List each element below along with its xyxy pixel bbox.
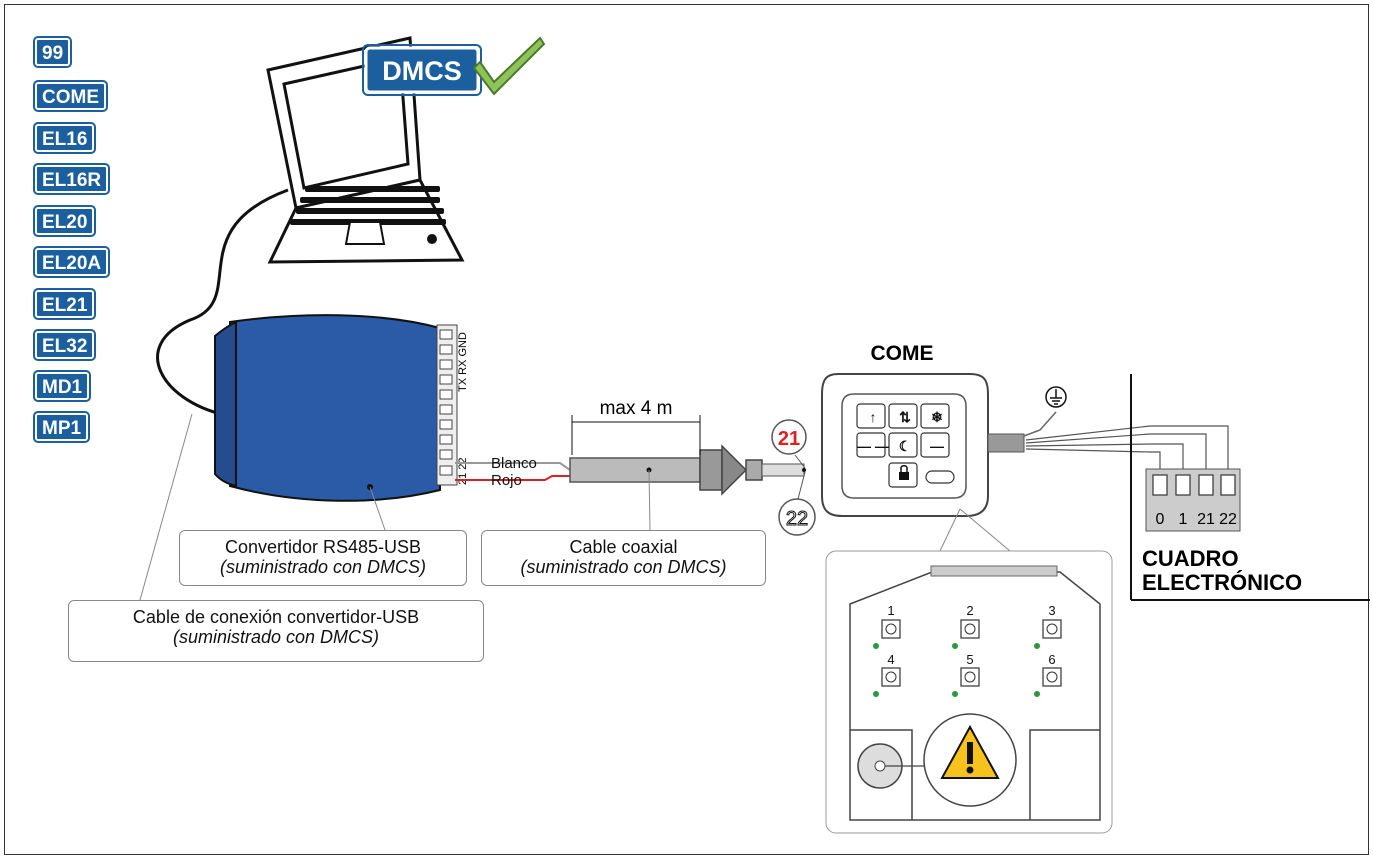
coax-label-note: (suministrado con DMCS) (520, 557, 727, 577)
dash-icon: — — (857, 438, 889, 454)
dash-icon: — (930, 438, 944, 454)
terminal-21-label: 21 (778, 428, 800, 450)
lock-icon (899, 472, 909, 480)
converter-terminal-labels: 21 22 (457, 457, 469, 485)
converter-label-note: (suministrado con DMCS) (219, 557, 427, 577)
key-number: 6 (1048, 652, 1055, 667)
diagram-frame (4, 4, 1369, 855)
come-title: COME (871, 342, 934, 365)
terminal-21-circle (771, 419, 807, 455)
usb-cable-label-title: Cable de conexión convertidor-USB (132, 607, 420, 627)
model-tag: EL21 (32, 288, 97, 320)
usb-cable-label-note: (suministrado con DMCS) (172, 627, 380, 647)
key-number: 4 (887, 652, 894, 667)
coaxial-cable (569, 444, 806, 496)
updown-arrows-icon: ⇅ (899, 409, 911, 425)
coax-label-box: Cable coaxial (suministrado con DMCS) (481, 530, 766, 586)
panel-title-line1: CUADRO (1142, 546, 1239, 571)
max-length-label: max 4 m (600, 398, 673, 419)
terminal-22-label: 22 (786, 508, 808, 530)
panel-terminal-label: 22 (1219, 511, 1237, 528)
panel-terminal-label: 1 (1179, 511, 1188, 528)
converter-device: TX RX GND 21 22 (214, 314, 469, 502)
moon-icon: ☾ (899, 438, 912, 454)
dmcs-badge: DMCS (362, 44, 482, 96)
panel-terminal-label: 0 (1156, 511, 1165, 528)
red-wire (455, 475, 570, 481)
usb-cable-label-box: Cable de conexión convertidor-USB (sumin… (68, 600, 484, 662)
dmcs-badge-text: DMCS (382, 56, 462, 86)
red-wire-label: Rojo (491, 472, 522, 489)
model-tag: EL16R (32, 163, 111, 195)
key-number: 2 (966, 603, 973, 618)
converter-label-box: Convertidor RS485-USB (suministrado con … (179, 530, 467, 586)
model-tag: EL32 (32, 329, 97, 361)
key-number: 5 (966, 652, 973, 667)
check-icon (472, 36, 546, 96)
terminal-22-circle (778, 498, 816, 536)
panel-terminal-label: 21 (1197, 511, 1215, 528)
white-wire (455, 462, 571, 471)
usb-cable (156, 188, 289, 417)
key-number: 1 (887, 603, 894, 618)
converter-pin-labels: TX RX GND (457, 332, 469, 392)
coax-label-title: Cable coaxial (569, 537, 678, 557)
come-device: ↑ ⇅ ❄ — — ☾ — (821, 373, 989, 517)
panel-terminal-block: 0 1 21 22 (1145, 468, 1241, 532)
panel-title-line2: ELECTRÓNICO (1142, 570, 1302, 595)
converter-label-title: Convertidor RS485-USB (224, 537, 422, 557)
model-tag: 99 (32, 36, 73, 68)
up-arrow-icon: ↑ (870, 409, 877, 425)
model-tag: MD1 (32, 370, 92, 402)
white-wire-label: Blanco (491, 455, 537, 472)
model-tag: EL20 (32, 205, 97, 237)
snowflake-icon: ❄ (931, 409, 943, 425)
model-tag: EL16 (32, 122, 97, 154)
model-tag: MP1 (32, 411, 91, 443)
model-tag: EL20A (32, 246, 111, 278)
board-detail: 1 2 3 4 5 6 (849, 565, 1101, 821)
key-number: 3 (1048, 603, 1055, 618)
model-tag: COME (33, 80, 108, 112)
